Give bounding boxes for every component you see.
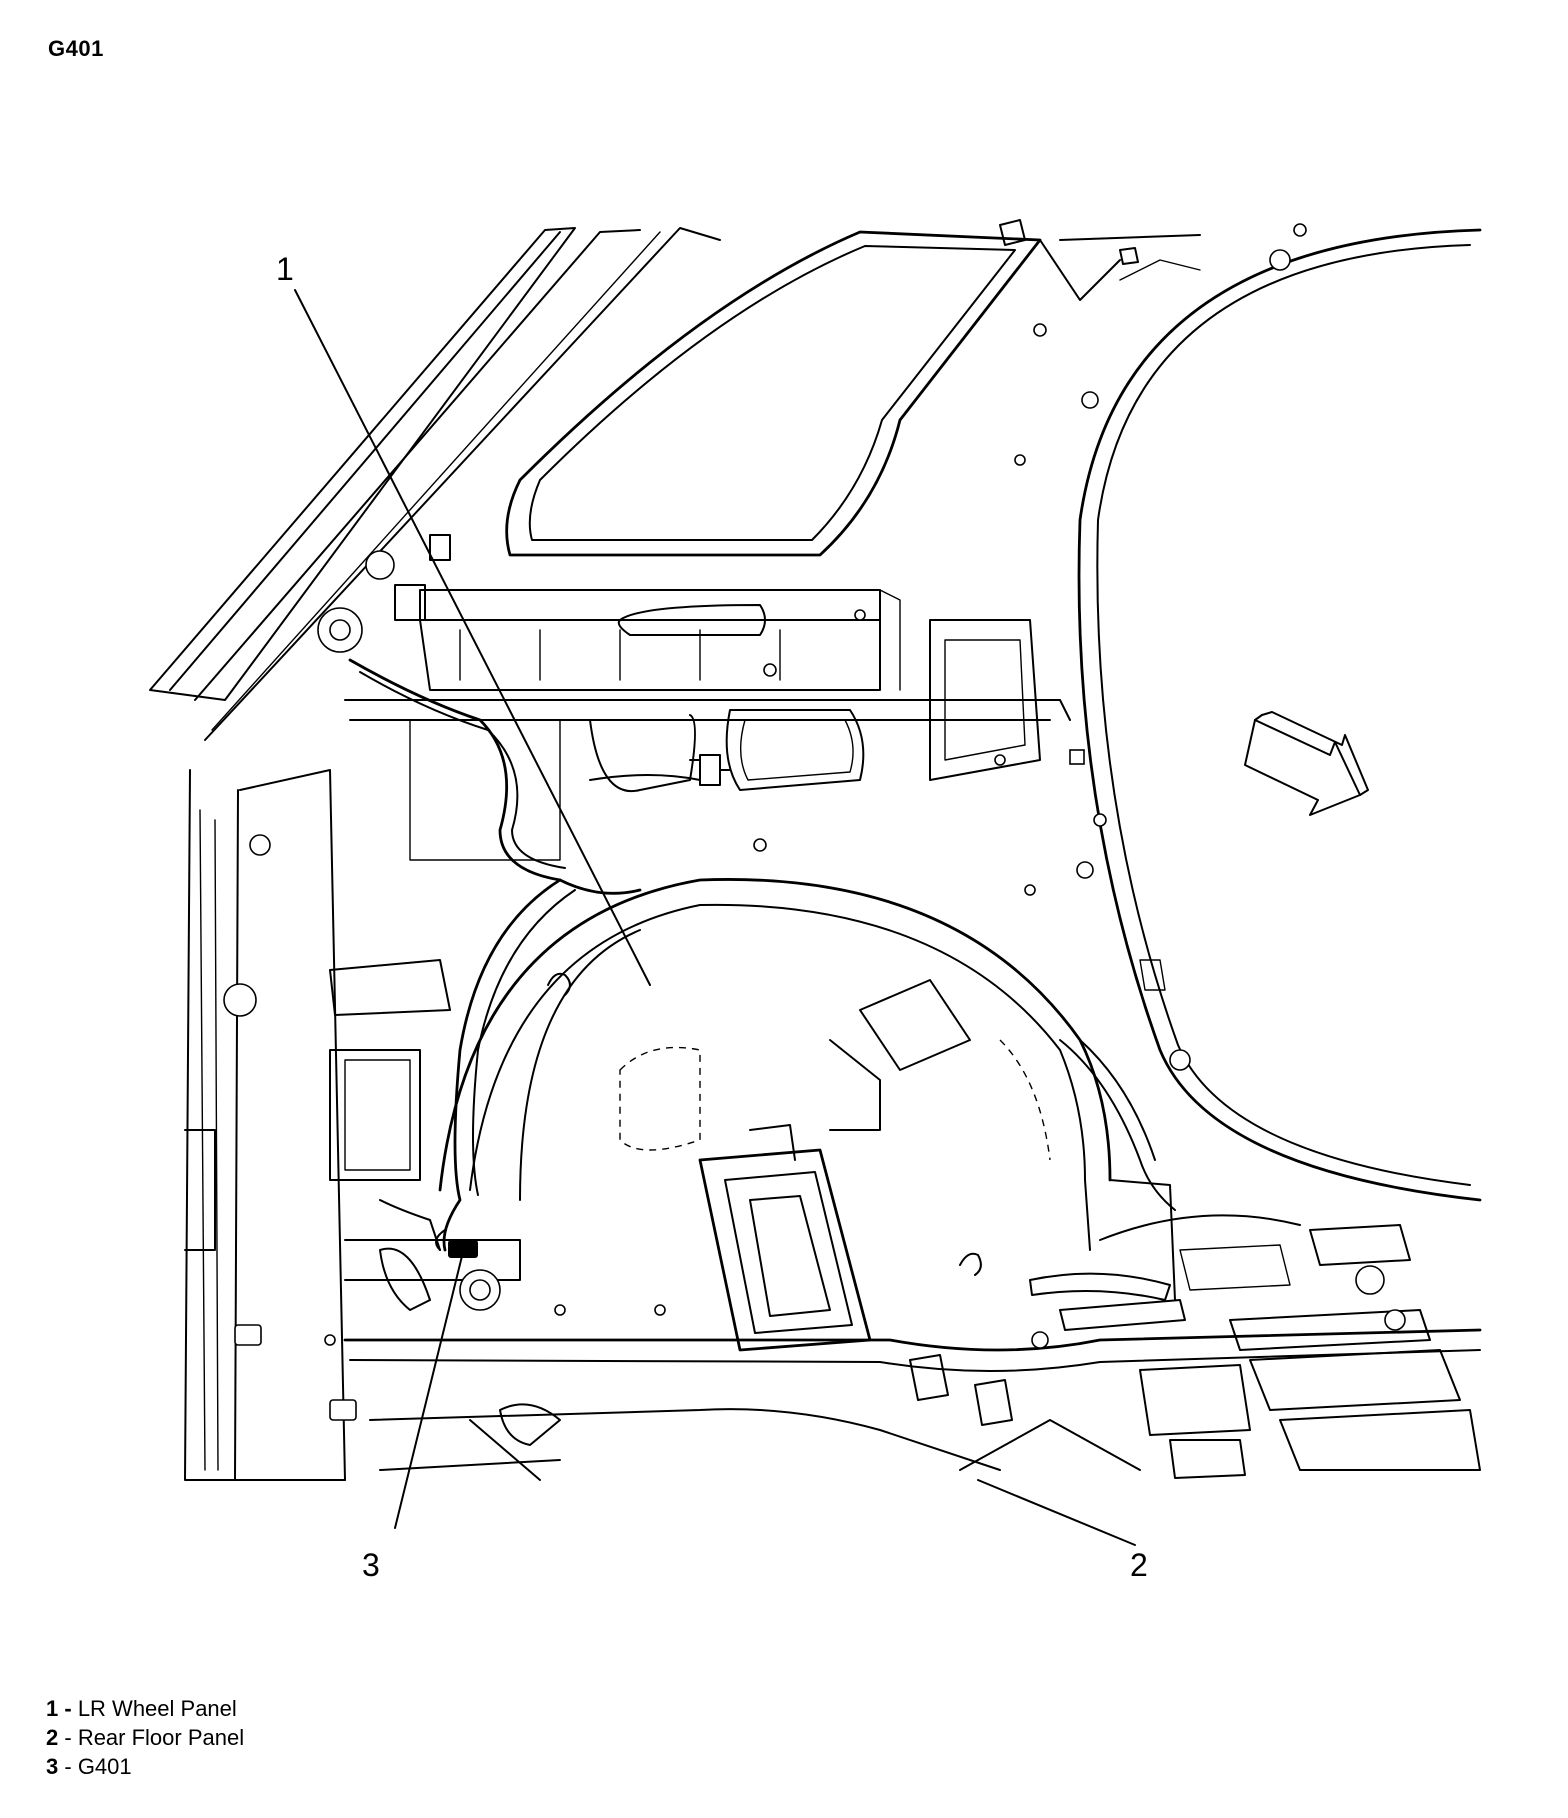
legend-label: LR Wheel Panel bbox=[77, 1696, 237, 1721]
legend-item: 3 - G401 bbox=[46, 1752, 244, 1781]
legend-item: 1 - LR Wheel Panel bbox=[46, 1694, 244, 1723]
legend-item: 2 - Rear Floor Panel bbox=[46, 1723, 244, 1752]
legend-separator: - bbox=[58, 1696, 78, 1721]
page-title: G401 bbox=[48, 36, 104, 61]
legend-label: G401 bbox=[77, 1754, 132, 1779]
ground-stud-icon bbox=[435, 1229, 478, 1258]
legend-separator: - bbox=[58, 1725, 78, 1750]
callout-leaders bbox=[294, 289, 1136, 1546]
legend-label: Rear Floor Panel bbox=[77, 1725, 245, 1750]
callout-2: 2 bbox=[1130, 1547, 1148, 1583]
legend-number: 2 bbox=[46, 1725, 59, 1750]
quarter-panel-outline bbox=[149, 219, 1482, 1481]
callout-1: 1 bbox=[276, 251, 294, 287]
callout-3: 3 bbox=[362, 1547, 380, 1583]
legend-separator: - bbox=[58, 1754, 78, 1779]
holes-and-fasteners bbox=[223, 223, 1406, 1421]
legend-number: 1 bbox=[46, 1696, 59, 1721]
forward-arrow-icon bbox=[1244, 711, 1369, 816]
legend: 1 - LR Wheel Panel 2 - Rear Floor Panel … bbox=[46, 1694, 244, 1781]
legend-number: 3 bbox=[46, 1754, 59, 1779]
